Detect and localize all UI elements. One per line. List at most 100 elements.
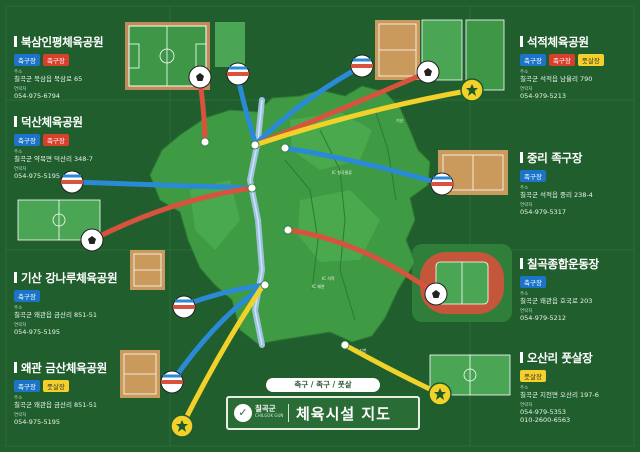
facility-card-stadium[interactable]: 칠곡종합운동장 축구장 주소 칠곡군 왜관읍 호국로 203 연락처 054-9… (520, 256, 599, 322)
banner-subtitle: 축구 / 족구 / 풋살 (266, 378, 380, 392)
facility-name: 기산 강나루체육공원 (14, 270, 118, 286)
map-label-ic2: IC 칠곡물류 (332, 169, 352, 175)
facility-phone: 054-979-5212 (520, 314, 567, 322)
county-logo-icon: ✓ (234, 404, 252, 422)
soccer-ball-icon (160, 370, 184, 394)
facility-address: 칠곡군 왜관읍 호국로 203 (520, 297, 593, 305)
pin-seokjeok (250, 140, 260, 150)
map-label-ic1: IC 왜관 (312, 283, 325, 289)
banner-divider (288, 404, 289, 422)
star-ball-icon (460, 78, 484, 102)
soccer-ball-icon (416, 60, 440, 84)
facility-card-seokjeok[interactable]: 석적체육공원 축구장 족구장 풋살장 주소 칠곡군 석적읍 남율리 790 연락… (520, 34, 604, 100)
tag-jokgu: 족구장 (548, 54, 575, 66)
tag-futsal: 풋살장 (520, 370, 546, 382)
tag-soccer: 축구장 (14, 290, 40, 302)
phone-label: 연락처 (14, 413, 27, 418)
tag-jokgu: 족구장 (42, 134, 69, 146)
facility-phone-secondary: 010-2600-6563 (520, 416, 571, 424)
tag-jokgu: 족구장 (520, 170, 546, 182)
star-ball-icon (170, 414, 194, 438)
banner-box: ✓ 칠곡군 CHILGOK GUN 체육시설 지도 (226, 396, 420, 430)
address-label: 주소 (520, 186, 529, 191)
phone-label: 연락처 (14, 87, 27, 92)
pin-deoksan (247, 183, 257, 193)
tag-futsal: 풋살장 (42, 380, 69, 392)
facility-address: 칠곡군 석적읍 남율리 790 (520, 75, 593, 83)
pin-gisan (260, 280, 270, 290)
address-label: 주소 (14, 306, 23, 311)
tag-jokgu: 족구장 (14, 380, 40, 392)
pin-osan (340, 340, 350, 350)
facility-card-deoksan[interactable]: 덕산체육공원 축구장 족구장 주소 칠곡군 약목면 덕산리 348-7 연락처 … (14, 114, 93, 180)
facility-name: 석적체육공원 (520, 34, 604, 50)
facility-phone: 054-975-5195 (14, 172, 61, 180)
facility-name: 덕산체육공원 (14, 114, 93, 130)
title-banner: 축구 / 족구 / 풋살 ✓ 칠곡군 CHILGOK GUN 체육시설 지도 (226, 378, 420, 434)
facility-card-bukam[interactable]: 북삼인평체육공원 축구장 족구장 주소 칠곡군 북삼읍 북삼로 65 연락처 0… (14, 34, 104, 100)
phone-label: 연락처 (14, 167, 27, 172)
soccer-ball-icon (60, 170, 84, 194)
star-ball-icon (428, 382, 452, 406)
address-label: 주소 (520, 292, 529, 297)
tag-jokgu: 족구장 (42, 54, 69, 66)
location-pins[interactable] (200, 137, 350, 350)
facility-card-geumsan[interactable]: 왜관 금산체육공원 족구장 풋살장 주소 칠곡군 왜관읍 금산리 851-51 … (14, 360, 107, 426)
facility-card-osan[interactable]: 오산리 풋살장 풋살장 주소 칠곡군 지천면 오산리 197-6 연락처 054… (520, 350, 599, 424)
facility-phone: 054-979-5317 (520, 208, 567, 216)
soccer-ball-icon (172, 295, 196, 319)
map-label-place2: IC 석적 (322, 275, 335, 281)
address-label: 주소 (520, 70, 529, 75)
facility-address: 칠곡군 약목면 덕산리 348-7 (14, 155, 93, 163)
phone-label: 연락처 (520, 403, 533, 408)
pin-bukam (200, 137, 210, 147)
route-lines (69, 63, 475, 429)
facility-name: 왜관 금산체육공원 (14, 360, 107, 376)
facility-address: 칠곡군 지천면 오산리 197-6 (520, 391, 599, 399)
facility-phone: 054-975-5195 (14, 328, 61, 336)
soccer-ball-icon (226, 62, 250, 86)
facility-phone: 054-979-5353 (520, 408, 567, 416)
facility-card-gisan[interactable]: 기산 강나루체육공원 축구장 주소 칠곡군 왜관읍 금산리 851-51 연락처… (14, 270, 118, 336)
facility-address: 칠곡군 석적읍 중리 238-4 (520, 191, 593, 199)
soccer-ball-icon (188, 65, 212, 89)
phone-label: 연락처 (520, 203, 533, 208)
facility-name: 오산리 풋살장 (520, 350, 599, 366)
address-label: 주소 (14, 70, 23, 75)
banner-title: 체육시설 지도 (296, 405, 392, 423)
address-label: 주소 (14, 150, 23, 155)
address-label: 주소 (14, 396, 23, 401)
tag-soccer: 축구장 (14, 54, 40, 66)
tag-soccer: 축구장 (520, 54, 546, 66)
soccer-ball-icon (430, 172, 454, 196)
county-name-en: CHILGOK GUN (255, 413, 284, 418)
phone-label: 연락처 (14, 323, 27, 328)
ball-icons (60, 54, 484, 438)
facility-phone: 054-975-6794 (14, 92, 61, 100)
pin-stadium (283, 225, 293, 235)
tag-soccer: 축구장 (14, 134, 40, 146)
map-label-place3: IC 지천 (354, 347, 367, 353)
phone-label: 연락처 (520, 309, 533, 314)
tag-futsal: 풋살장 (577, 54, 604, 66)
county-name: 칠곡군 (255, 404, 276, 413)
soccer-ball-icon (424, 282, 448, 306)
soccer-ball-icon (350, 54, 374, 78)
facility-name: 칠곡종합운동장 (520, 256, 599, 272)
facility-name: 중리 족구장 (520, 150, 593, 166)
map-label-place1: 기산 (396, 117, 404, 123)
phone-label: 연락처 (520, 87, 533, 92)
soccer-ball-icon (80, 228, 104, 252)
facility-address: 칠곡군 왜관읍 금산리 851-51 (14, 401, 98, 409)
pin-jungri (280, 143, 290, 153)
facility-address: 칠곡군 왜관읍 금산리 851-51 (14, 311, 98, 319)
tag-soccer: 축구장 (520, 276, 546, 288)
facility-card-jungri[interactable]: 중리 족구장 족구장 주소 칠곡군 석적읍 중리 238-4 연락처 054-9… (520, 150, 593, 216)
facility-name: 북삼인평체육공원 (14, 34, 104, 50)
address-label: 주소 (520, 386, 529, 391)
facility-phone: 054-975-5195 (14, 418, 61, 426)
facility-phone: 054-979-5213 (520, 92, 567, 100)
facility-address: 칠곡군 북삼읍 북삼로 65 (14, 75, 83, 83)
